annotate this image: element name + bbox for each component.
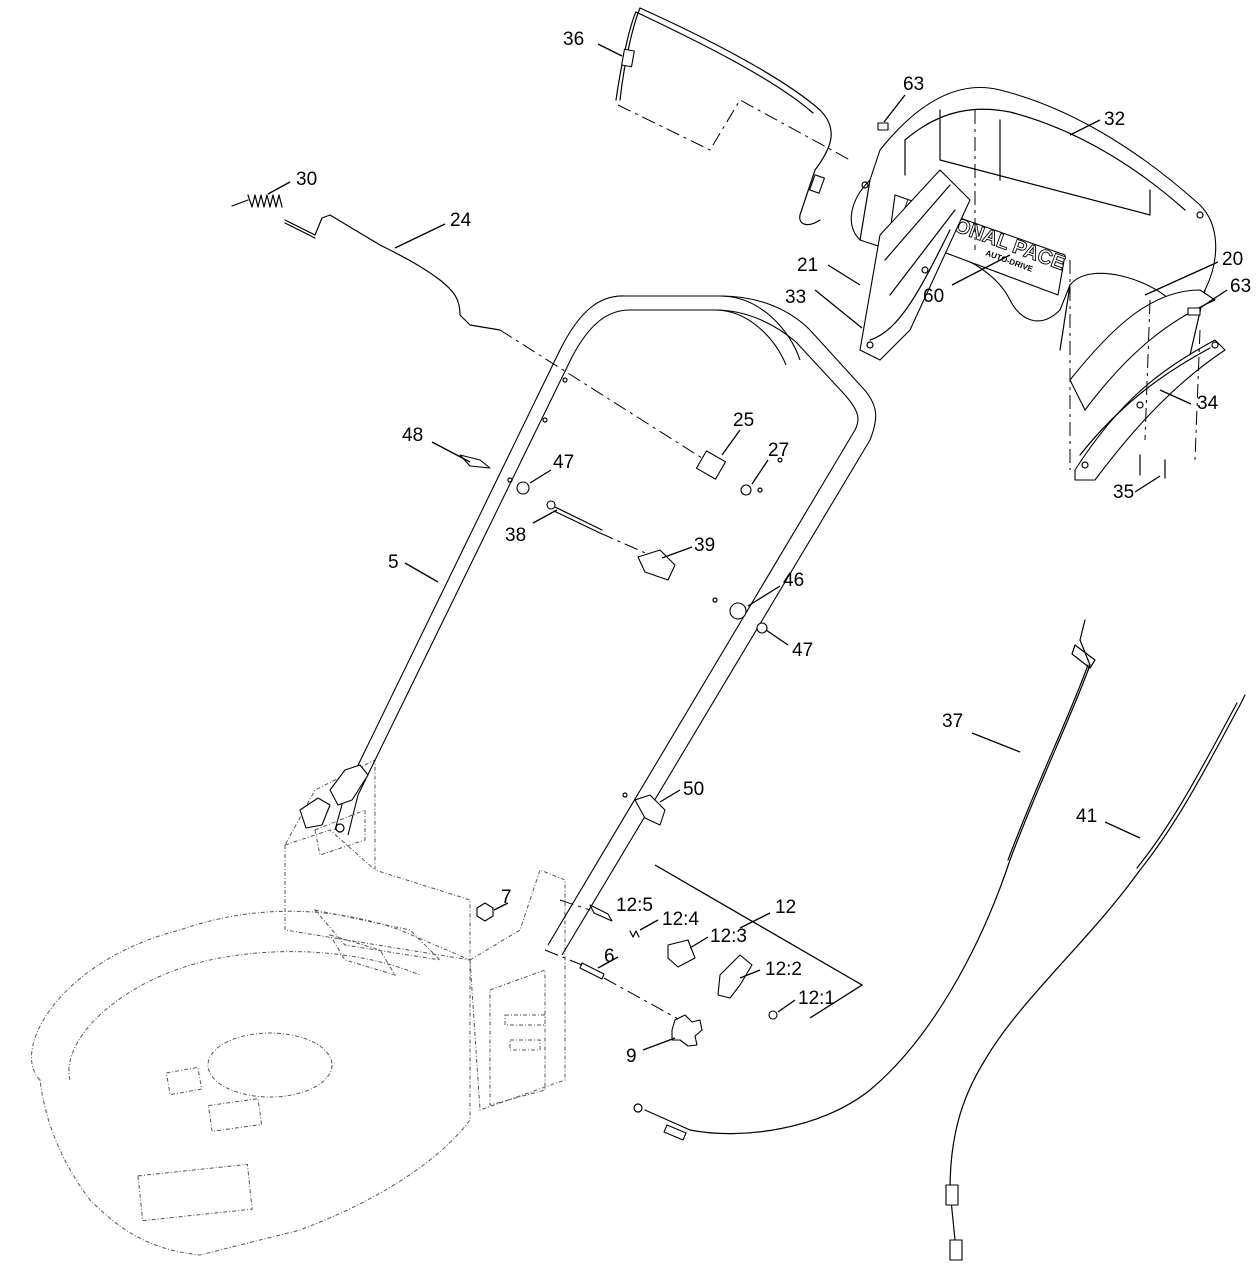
callout-37: 37 xyxy=(942,711,963,732)
callout-25: 25 xyxy=(733,410,754,431)
nut-47-bottom xyxy=(756,622,768,634)
callout-38: 38 xyxy=(505,525,526,546)
spacer-46 xyxy=(729,602,747,620)
callout-12-1: 12:1 xyxy=(798,988,835,1009)
callout-63: 63 xyxy=(903,74,924,95)
right-side-trim xyxy=(1069,289,1226,481)
callout-27: 27 xyxy=(768,440,789,461)
callout-60: 60 xyxy=(923,286,944,307)
callout-32: 32 xyxy=(1104,109,1125,130)
assembly-line xyxy=(603,977,681,1021)
assembly-line xyxy=(617,99,851,161)
callout-12-2: 12:2 xyxy=(765,959,802,980)
leader-lines xyxy=(267,43,1228,1051)
callout-35: 35 xyxy=(1113,482,1134,503)
clip-48 xyxy=(459,454,491,469)
callout-labels: 36 63 32 30 24 21 33 60 20 63 34 35 25 2… xyxy=(296,29,1251,1067)
callout-33: 33 xyxy=(785,287,806,308)
left-handle-bracket xyxy=(299,764,369,856)
washer-27 xyxy=(740,484,752,496)
callout-5: 5 xyxy=(388,552,399,573)
callout-6: 6 xyxy=(604,946,615,967)
cable-41 xyxy=(945,694,1246,1261)
callout-12-3: 12:3 xyxy=(710,926,747,947)
block-50 xyxy=(634,794,666,826)
bail-bar xyxy=(615,7,832,226)
callout-12-4: 12:4 xyxy=(662,909,699,930)
callout-9: 9 xyxy=(626,1046,637,1067)
callout-30: 30 xyxy=(296,169,317,190)
callout-50: 50 xyxy=(683,779,704,800)
cable-37 xyxy=(633,619,1096,1141)
assembly-line xyxy=(1194,329,1201,461)
callout-46: 46 xyxy=(783,570,804,591)
callout-36: 36 xyxy=(563,29,584,50)
nut-7 xyxy=(476,902,494,922)
spring xyxy=(231,194,283,208)
mower-deck xyxy=(31,759,566,1256)
callout-12: 12 xyxy=(775,897,796,918)
callout-48: 48 xyxy=(402,425,423,446)
callout-63: 63 xyxy=(1230,276,1251,297)
bolt-38 xyxy=(546,500,603,534)
bracket-25 xyxy=(695,450,727,480)
callout-39: 39 xyxy=(694,535,715,556)
assembly-line xyxy=(599,532,651,556)
callout-24: 24 xyxy=(450,210,472,231)
callout-34: 34 xyxy=(1197,393,1219,414)
callout-7: 7 xyxy=(501,887,512,908)
callout-47: 47 xyxy=(553,452,574,473)
knob-9 xyxy=(671,1014,703,1047)
handle xyxy=(334,295,877,956)
pin-63-top xyxy=(877,122,889,131)
assembly-line xyxy=(559,899,591,911)
stud-6 xyxy=(579,962,605,980)
assembly-line xyxy=(1144,299,1151,441)
height-adjuster-kit xyxy=(589,904,778,1020)
left-side-trim xyxy=(859,169,971,361)
callout-21: 21 xyxy=(797,255,818,276)
assembly-line xyxy=(544,949,583,966)
pin-63-right xyxy=(1187,307,1201,316)
nut-47-top xyxy=(516,481,530,495)
callout-47: 47 xyxy=(792,640,813,661)
control-rod xyxy=(284,214,501,331)
callout-41: 41 xyxy=(1076,806,1097,827)
callout-12-5: 12:5 xyxy=(616,895,653,916)
block-39 xyxy=(637,549,676,581)
callout-20: 20 xyxy=(1222,249,1243,270)
assembly-line xyxy=(499,329,706,461)
